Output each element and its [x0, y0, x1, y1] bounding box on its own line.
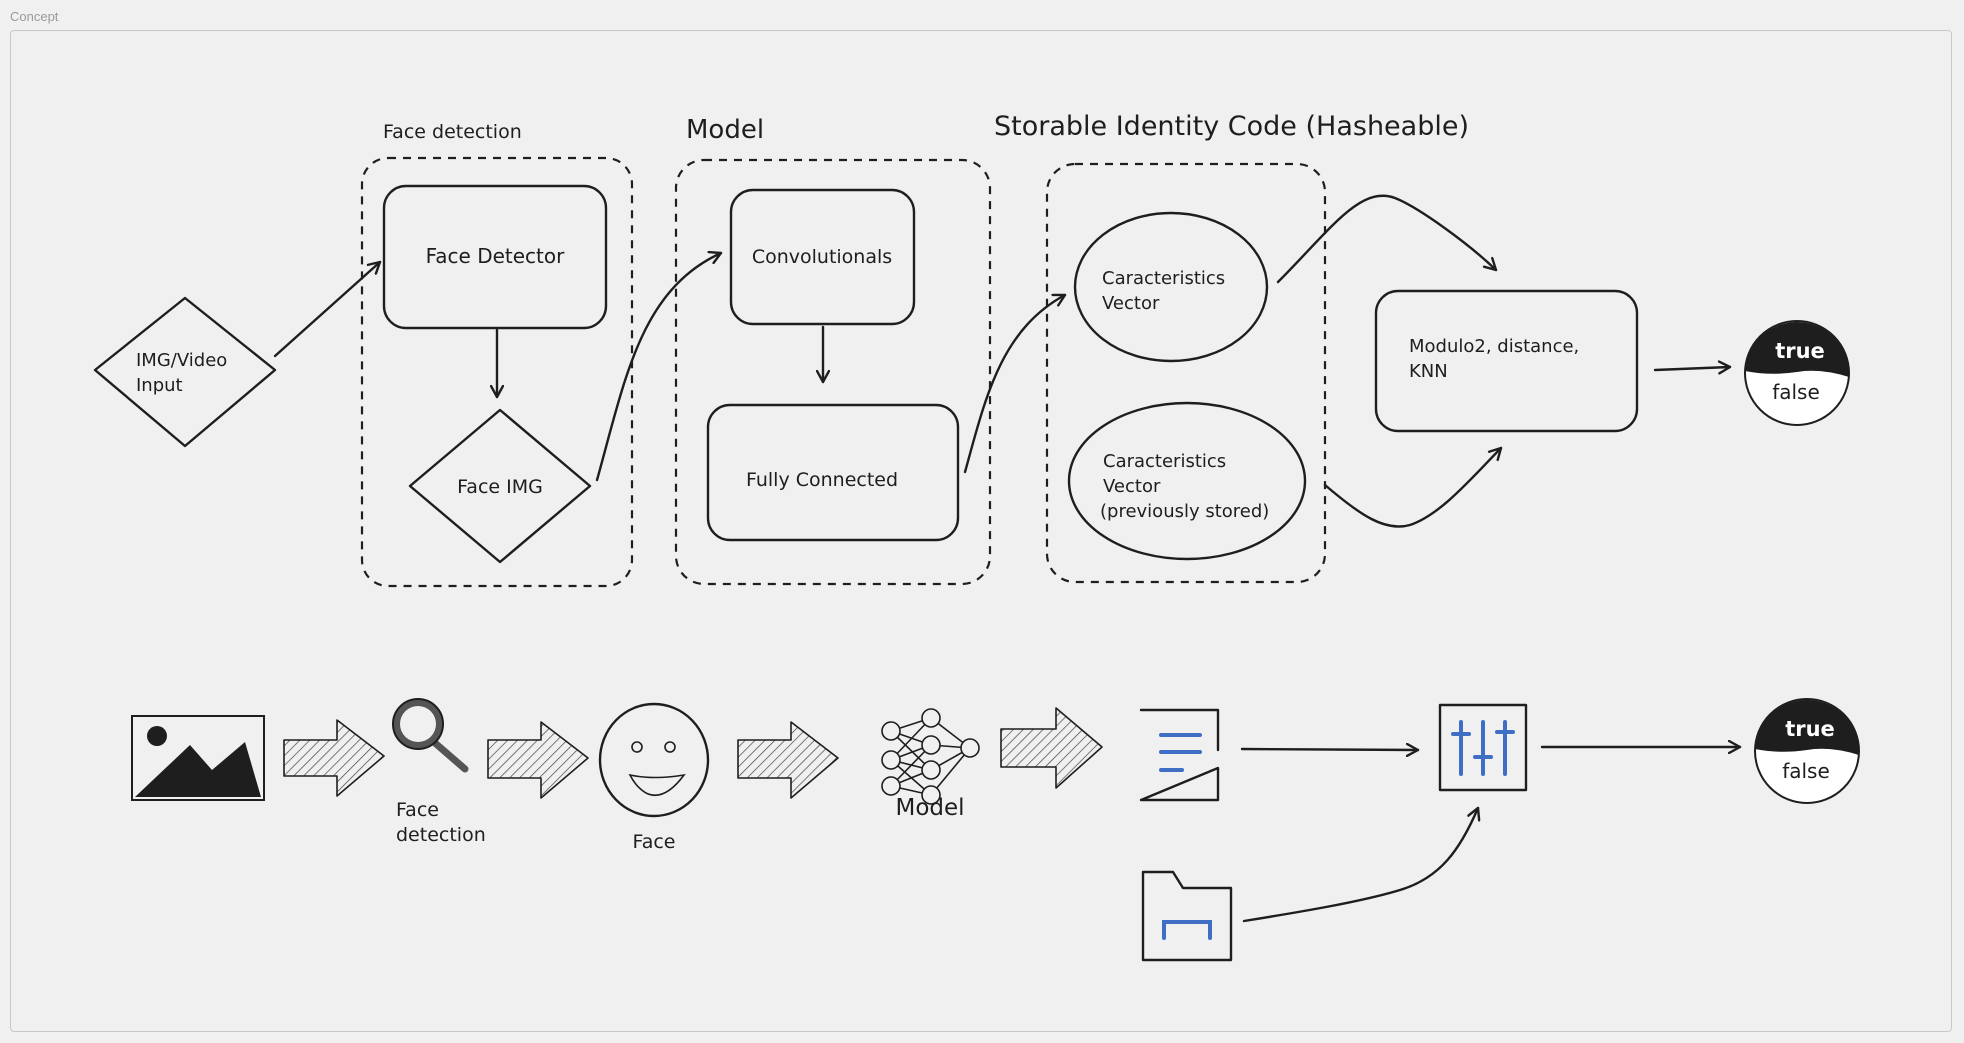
flow-arrow-3 — [737, 721, 839, 799]
input-node[interactable]: IMG/Video Input — [93, 296, 277, 448]
folder-icon — [1141, 870, 1233, 962]
image-icon — [131, 715, 265, 801]
group-identity-title: Storable Identity Code (Hasheable) — [994, 111, 1469, 142]
convolutionals-label: Convolutionals — [752, 246, 892, 268]
sliders-icon — [1438, 703, 1528, 792]
model-icon-label: Model — [895, 795, 964, 821]
face-img-node[interactable]: Face IMG — [408, 408, 592, 564]
frame-label[interactable]: Concept — [10, 9, 59, 24]
characteristics-vector-node[interactable]: Caracteristics Vector — [1073, 211, 1269, 363]
result-top-false: false — [1772, 380, 1820, 404]
neural-network-icon — [881, 708, 980, 805]
stored-vector-label: Caracteristics Vector (previously stored… — [1100, 451, 1269, 522]
group-face-detection-title: Face detection — [383, 121, 522, 143]
face-img-label: Face IMG — [457, 476, 543, 498]
comparison-node[interactable]: Modulo2, distance, KNN — [1374, 289, 1639, 433]
face-detector-node[interactable]: Face Detector — [382, 184, 608, 330]
top-arrows — [273, 194, 1732, 528]
comparison-label: Modulo2, distance, KNN — [1409, 336, 1585, 382]
smiley-face-icon — [598, 702, 710, 818]
group-model-title: Model — [686, 115, 764, 145]
bottom-arrows — [1240, 747, 1742, 923]
flow-arrow-1 — [283, 719, 385, 797]
group-model[interactable]: Model — [674, 115, 992, 586]
magnifier-icon — [392, 698, 469, 773]
result-bottom-true: true — [1785, 717, 1835, 741]
document-icon — [1139, 708, 1220, 802]
convolutionals-node[interactable]: Convolutionals — [729, 188, 916, 326]
fully-connected-node[interactable]: Fully Connected — [706, 403, 960, 542]
stored-vector-node[interactable]: Caracteristics Vector (previously stored… — [1067, 401, 1307, 561]
flow-arrow-4 — [1000, 707, 1103, 789]
group-identity-code[interactable]: Storable Identity Code (Hasheable) — [994, 111, 1469, 584]
input-label: IMG/Video Input — [136, 350, 233, 396]
face-detection-icon-label: Face detection — [396, 799, 486, 846]
fully-connected-label: Fully Connected — [746, 469, 898, 491]
result-top[interactable]: true false — [1744, 320, 1850, 426]
canvas-frame[interactable] — [10, 30, 1952, 1032]
flow-arrow-2 — [487, 721, 589, 799]
face-icon-label: Face — [633, 831, 676, 853]
result-bottom-false: false — [1782, 759, 1830, 783]
group-face-detection[interactable]: Face detection — [360, 121, 634, 588]
face-detector-label: Face Detector — [426, 244, 566, 268]
characteristics-vector-label: Caracteristics Vector — [1102, 268, 1231, 314]
true-false-icon[interactable]: true false — [1754, 698, 1860, 804]
result-top-true: true — [1775, 339, 1825, 363]
